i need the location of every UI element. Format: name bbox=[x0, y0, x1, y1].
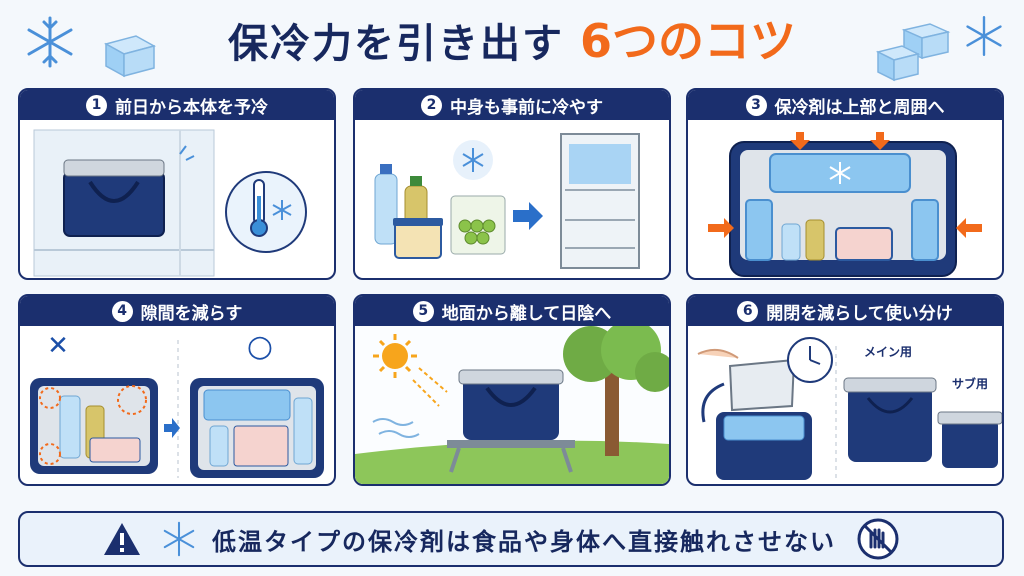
title-main: 保冷力を引き出す bbox=[227, 21, 564, 67]
arrow-icons bbox=[708, 132, 982, 238]
tip-header-6: 6 開閉を減らして使い分け bbox=[688, 296, 1002, 326]
tip-card-3: 3 保冷剤は上部と周囲へ bbox=[686, 88, 1004, 280]
snowflake-icon bbox=[27, 16, 73, 68]
tip-header-5: 5 地面から離して日陰へ bbox=[355, 296, 669, 326]
snowflake-icon bbox=[966, 15, 1002, 57]
cooler-open bbox=[716, 358, 812, 480]
warning-text: 低温タイプの保冷剤は食品や身体へ直接触れさせない bbox=[212, 527, 836, 556]
arrow-icon bbox=[701, 382, 725, 423]
tip-card-1: 1 前日から本体を予冷 bbox=[18, 88, 336, 280]
tip-header-2: 2 中身も事前に冷やす bbox=[355, 90, 669, 120]
ice-pack-left bbox=[745, 199, 773, 261]
ice-pack-placement-illustration bbox=[708, 132, 982, 277]
sub-cooler-icon bbox=[937, 411, 1002, 468]
sub-cooler-label: サブ用 bbox=[952, 376, 988, 391]
cooler-on-stand bbox=[447, 369, 575, 473]
snowflake-icon bbox=[272, 200, 292, 220]
no-touch-icon bbox=[857, 518, 899, 560]
ice-cube-icon bbox=[104, 35, 156, 78]
tip-card-5: 5 地面から離して日陰へ bbox=[353, 294, 671, 486]
main-cooler-label: メイン用 bbox=[864, 345, 912, 359]
tip-label: 前日から本体を予冷 bbox=[115, 97, 268, 118]
ice-pack-right bbox=[911, 199, 939, 261]
good-mark: ○ bbox=[247, 329, 273, 364]
cooler-packed bbox=[190, 378, 324, 478]
food-container-icon bbox=[393, 218, 443, 259]
thermometer-icon bbox=[250, 179, 268, 237]
grapes-bag-icon bbox=[450, 195, 506, 255]
clock-icon bbox=[787, 337, 833, 383]
tip-header-3: 3 保冷剤は上部と周囲へ bbox=[688, 90, 1002, 120]
tip-card-2: 2 中身も事前に冷やす bbox=[353, 88, 671, 280]
tip-card-6: 6 開閉を減らして使い分け メイン用 サブ用 bbox=[686, 294, 1004, 486]
tip-label: 開閉を減らして使い分け bbox=[766, 303, 953, 324]
tip-number: 5 bbox=[412, 300, 434, 322]
tip-label: 保冷剤は上部と周囲へ bbox=[774, 97, 945, 118]
arrow-right-icon bbox=[164, 418, 180, 438]
ice-cubes-icon bbox=[875, 23, 951, 82]
cooler-bag-icon bbox=[63, 159, 165, 237]
tip-number: 3 bbox=[745, 94, 767, 116]
cooler-with-gaps bbox=[30, 378, 158, 474]
hand-icon bbox=[697, 348, 739, 359]
warning-triangle-icon bbox=[104, 523, 140, 555]
tip-card-4: 4 隙間を減らす ✕ ○ bbox=[18, 294, 336, 486]
tip-header-4: 4 隙間を減らす bbox=[20, 296, 334, 326]
water-bottle-icon bbox=[374, 164, 398, 245]
warning-bar: 低温タイプの保冷剤は食品や身体へ直接触れさせない bbox=[18, 511, 1004, 567]
arrow-right-icon bbox=[513, 202, 543, 230]
shade-illustration bbox=[355, 326, 669, 484]
refrigerator-icon bbox=[560, 133, 640, 269]
tree-icon bbox=[563, 326, 669, 456]
tip-number: 6 bbox=[737, 300, 759, 322]
tip-label: 隙間を減らす bbox=[140, 303, 243, 324]
reduce-gaps-illustration: ✕ ○ bbox=[30, 329, 324, 478]
bad-mark: ✕ bbox=[47, 331, 69, 361]
tip-header-1: 1 前日から本体を予冷 bbox=[20, 90, 334, 120]
title-accent: 6つのコツ bbox=[579, 14, 796, 68]
open-less-illustration: メイン用 サブ用 bbox=[697, 337, 1002, 480]
tip-label: 地面から離して日陰へ bbox=[441, 303, 612, 324]
main-cooler-icon bbox=[843, 377, 937, 462]
tip-number: 2 bbox=[421, 94, 442, 116]
prechill-contents-illustration bbox=[374, 133, 640, 269]
tip-number: 4 bbox=[111, 300, 133, 322]
tip-label: 中身も事前に冷やす bbox=[450, 97, 603, 118]
snowflake-icon bbox=[163, 521, 195, 557]
tip-number: 1 bbox=[86, 94, 107, 116]
snowflake-icon bbox=[462, 148, 484, 172]
precool-illustration bbox=[33, 129, 307, 277]
page-title: 保冷力を引き出す 6つのコツ bbox=[0, 6, 1024, 76]
sun-icon bbox=[373, 334, 417, 378]
